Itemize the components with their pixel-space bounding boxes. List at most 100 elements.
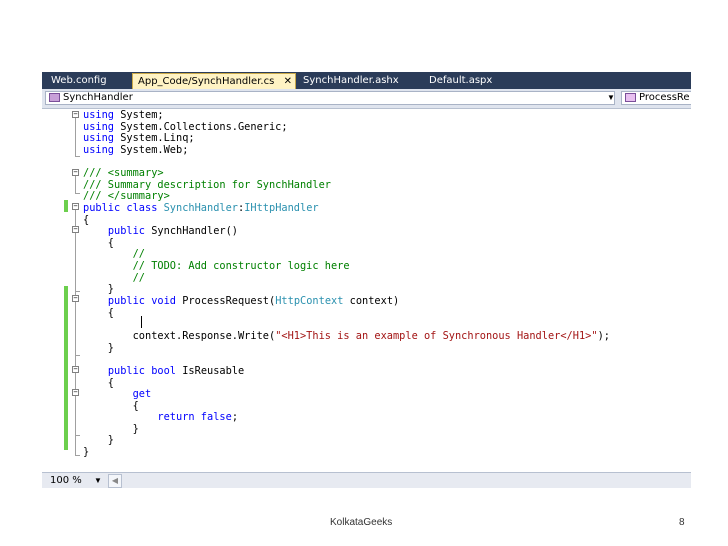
collapse-icon[interactable]: − <box>72 110 79 118</box>
code-area[interactable]: − − − − − − − using System;using System.… <box>42 109 691 467</box>
code-token: IsReusable <box>176 365 245 377</box>
status-bar: 100 % ▼ ◀ <box>42 472 691 488</box>
tab-synchhandler-ashx[interactable]: SynchHandler.ashx <box>298 73 424 89</box>
close-icon[interactable]: ✕ <box>283 76 292 87</box>
code-line: } <box>83 434 114 446</box>
code-line: context.Response.Write("<H1>This is an e… <box>83 330 610 342</box>
code-token: SynchHandler <box>163 202 238 214</box>
code-token: System; <box>114 109 164 121</box>
code-token: } <box>83 283 114 295</box>
collapse-icon[interactable]: − <box>72 202 79 210</box>
code-token: context) <box>343 295 400 307</box>
code-token: public class <box>83 202 164 214</box>
tab-synchhandler-cs[interactable]: App_Code/SynchHandler.cs✕ <box>132 73 296 89</box>
change-marker <box>64 286 68 450</box>
code-token: /// Summary description for SynchHandler <box>83 179 331 191</box>
code-token: // TODO: Add constructor logic here <box>83 260 350 272</box>
code-line: { <box>83 400 139 412</box>
outline-guide <box>75 207 76 455</box>
code-token: IHttpHandler <box>244 202 319 214</box>
code-token: { <box>83 214 90 226</box>
outline-guide <box>75 193 80 194</box>
collapse-icon[interactable]: − <box>72 294 79 302</box>
class-combo-label: SynchHandler <box>63 92 133 103</box>
code-token: using <box>83 109 114 121</box>
code-token: using <box>83 121 114 133</box>
code-token: /// </summary> <box>83 190 170 202</box>
scroll-left-icon[interactable]: ◀ <box>108 474 122 488</box>
code-line: using System; <box>83 109 164 121</box>
outline-guide <box>75 291 80 292</box>
code-token: return false <box>157 411 232 423</box>
code-token: public <box>107 225 146 237</box>
code-token <box>83 388 133 400</box>
class-combo[interactable]: SynchHandler <box>45 91 615 105</box>
outline-guide <box>75 115 76 157</box>
method-icon <box>625 92 636 102</box>
outline-guide <box>75 355 80 356</box>
code-line: return false; <box>83 411 238 423</box>
footer-text: KolkataGeeks <box>330 517 393 528</box>
code-editor-window: Web.config App_Code/SynchHandler.cs✕ Syn… <box>42 72 691 488</box>
code-token: using <box>83 144 114 156</box>
code-line: public SynchHandler() <box>83 225 238 237</box>
collapse-icon[interactable]: − <box>72 365 79 373</box>
code-line: using System.Linq; <box>83 132 195 144</box>
chevron-down-icon[interactable]: ▼ <box>94 476 102 485</box>
class-icon <box>49 92 60 102</box>
code-token: { <box>83 400 139 412</box>
code-line: // <box>83 248 145 260</box>
code-line: } <box>83 446 89 458</box>
code-token: { <box>83 307 114 319</box>
outline-guide <box>75 455 80 456</box>
text-cursor <box>141 316 142 328</box>
collapse-icon[interactable]: − <box>72 168 79 176</box>
code-token: { <box>83 237 114 249</box>
code-line: { <box>83 214 89 226</box>
code-line: using System.Web; <box>83 144 188 156</box>
collapse-icon[interactable]: − <box>72 225 79 233</box>
code-token: /// <summary> <box>83 167 164 179</box>
member-combo[interactable]: ProcessRe <box>621 91 691 105</box>
code-line: } <box>83 283 114 295</box>
code-line: /// Summary description for SynchHandler <box>83 179 331 191</box>
code-token: : <box>238 202 245 214</box>
code-line: get <box>83 388 152 400</box>
code-token: context.Response.Write( <box>83 330 276 342</box>
code-token: public bool <box>107 365 177 377</box>
change-marker <box>64 200 68 212</box>
chevron-down-icon[interactable]: ▼ <box>607 93 615 102</box>
code-token: using <box>83 132 114 144</box>
code-token: // <box>83 272 145 284</box>
tab-label: Web.config <box>51 75 107 86</box>
code-line: } <box>83 342 114 354</box>
code-line: } <box>83 423 139 435</box>
code-line: { <box>83 307 114 319</box>
code-token <box>83 365 108 377</box>
code-token: } <box>83 434 114 446</box>
code-token: System.Web; <box>114 144 189 156</box>
code-token <box>83 295 108 307</box>
outline-guide <box>75 156 80 157</box>
code-token: public void <box>107 295 177 307</box>
code-token: "<H1>This is an example of Synchronous H… <box>275 330 598 342</box>
code-token: get <box>132 388 152 400</box>
code-line: // TODO: Add constructor logic here <box>83 260 350 272</box>
page-number: 8 <box>679 517 685 528</box>
code-line: { <box>83 237 114 249</box>
code-line: public bool IsReusable <box>83 365 244 377</box>
tab-default-aspx[interactable]: Default.aspx <box>424 73 524 89</box>
code-line: /// </summary> <box>83 190 170 202</box>
code-token: HttpContext <box>275 295 344 307</box>
outline-guide <box>75 435 80 436</box>
code-line: { <box>83 377 114 389</box>
collapse-icon[interactable]: − <box>72 388 79 396</box>
tab-label: Default.aspx <box>429 75 493 86</box>
code-token <box>83 225 108 237</box>
code-line: public void ProcessRequest(HttpContext c… <box>83 295 399 307</box>
tab-web-config[interactable]: Web.config <box>46 73 132 89</box>
document-tab-bar: Web.config App_Code/SynchHandler.cs✕ Syn… <box>42 72 691 89</box>
code-line: /// <summary> <box>83 167 164 179</box>
zoom-level[interactable]: 100 % <box>50 475 82 486</box>
code-line: using System.Collections.Generic; <box>83 121 288 133</box>
